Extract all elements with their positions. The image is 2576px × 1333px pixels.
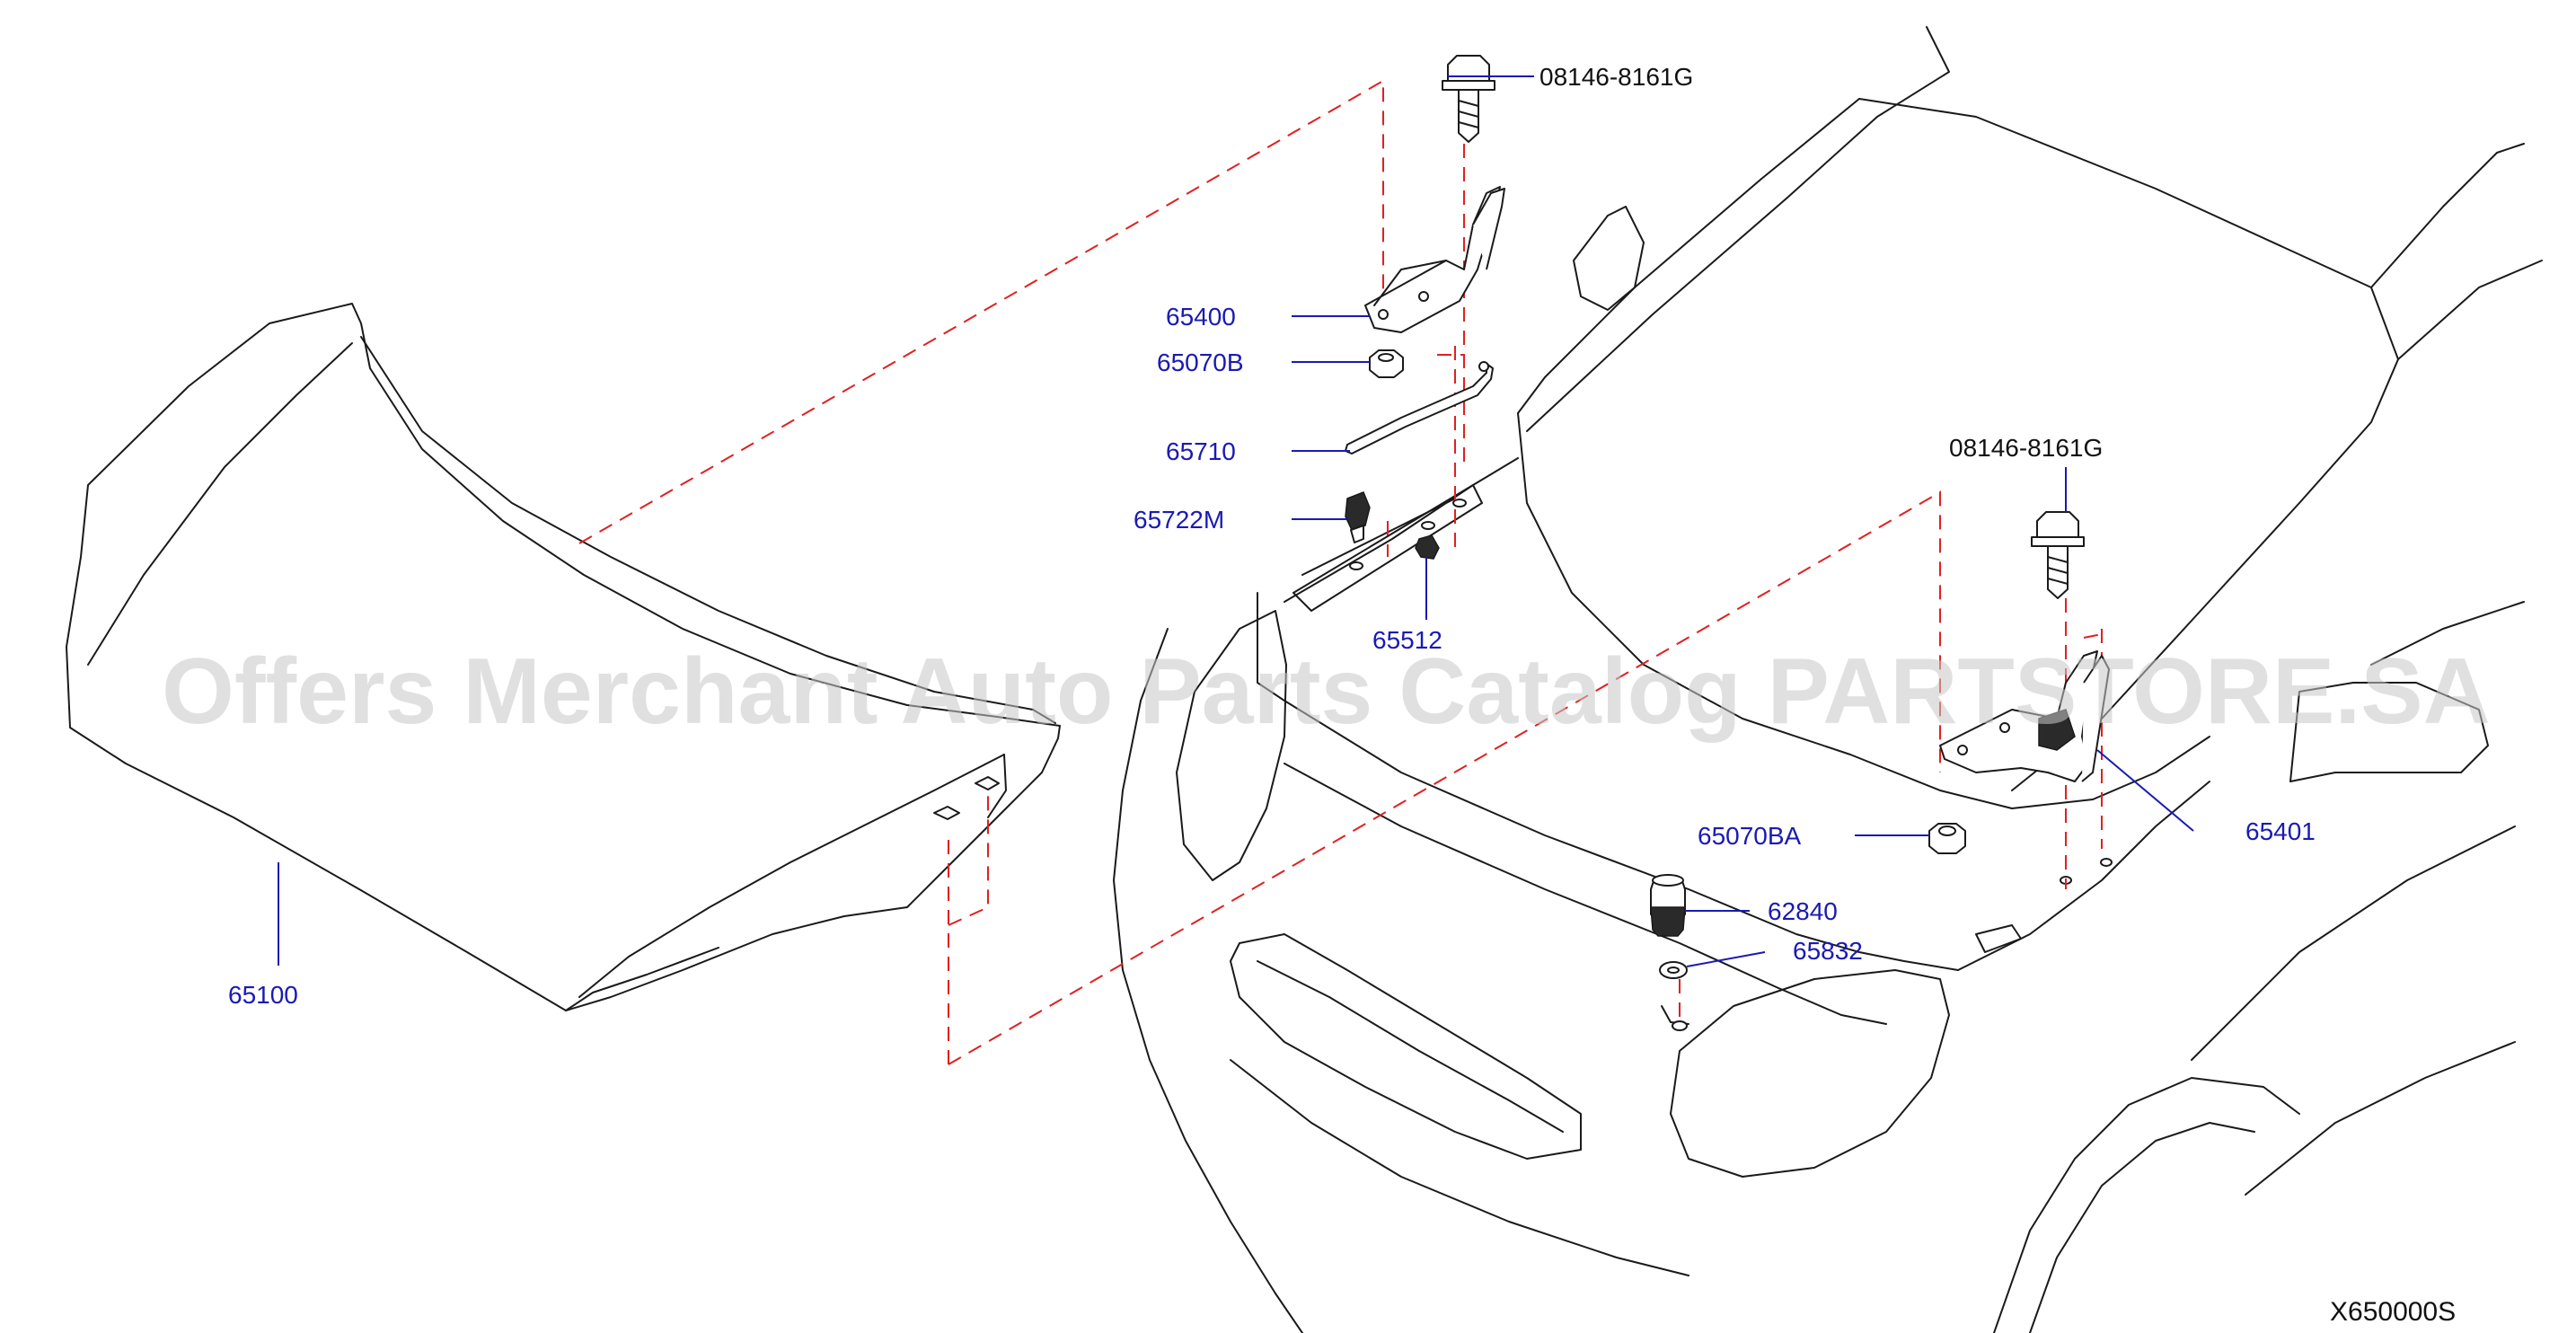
washer [1659, 961, 1688, 979]
label-rod-clip[interactable]: 65722M [1134, 506, 1224, 534]
rod-grommet [1415, 534, 1440, 560]
mount-hole [1672, 1020, 1688, 1031]
mount-hole [2100, 858, 2113, 867]
label-support-rod[interactable]: 65710 [1166, 437, 1236, 465]
label-hinge-left[interactable]: 65400 [1166, 303, 1236, 331]
label-bolt-left[interactable]: 08146-8161G [1539, 63, 1693, 91]
hinge-hole [1418, 291, 1429, 302]
label-bolt-right[interactable]: 08146-8161G [1949, 434, 2103, 462]
label-nut-right[interactable]: 65070BA [1698, 822, 1802, 850]
hinge-left [1364, 186, 1505, 333]
label-nut-left[interactable]: 65070B [1157, 349, 1244, 376]
hood-mount-holes [933, 776, 1000, 820]
hinge-hole [1999, 722, 2010, 733]
leader-lines [278, 75, 2194, 967]
diagram-code: X650000S [2330, 1297, 2456, 1327]
hinge-mounting-plates [1292, 484, 2113, 1031]
mount-hole [1421, 521, 1435, 530]
watermark: Offers Merchant Auto Parts Catalog PARTS… [162, 640, 2491, 744]
label-bumper-stopper[interactable]: 62840 [1768, 897, 1838, 925]
label-hood[interactable]: 65100 [228, 981, 298, 1009]
bolt-left [1442, 55, 1495, 143]
mount-hole [1452, 499, 1467, 508]
bolt-right [2031, 511, 2085, 599]
label-washer[interactable]: 65832 [1793, 937, 1863, 965]
label-hinge-right[interactable]: 65401 [2245, 817, 2316, 845]
part-labels: 08146-8161G 65400 65070B 65710 65722M 65… [228, 63, 2316, 1009]
mount-hole [1349, 561, 1363, 570]
car-body [1113, 26, 2543, 1333]
assembly-lines [578, 79, 2107, 1065]
nut-right [1928, 823, 1966, 854]
nut-left [1369, 349, 1404, 378]
rod-clip [1345, 491, 1371, 543]
hinge-hole [1957, 745, 1968, 755]
label-rod-grommet[interactable]: 65512 [1372, 626, 1442, 654]
hinge-right [1939, 650, 2110, 782]
support-rod [1345, 361, 1494, 455]
hood-panel [66, 303, 1061, 1011]
bumper-stopper [1650, 874, 1686, 937]
hinge-hole [1378, 309, 1389, 320]
